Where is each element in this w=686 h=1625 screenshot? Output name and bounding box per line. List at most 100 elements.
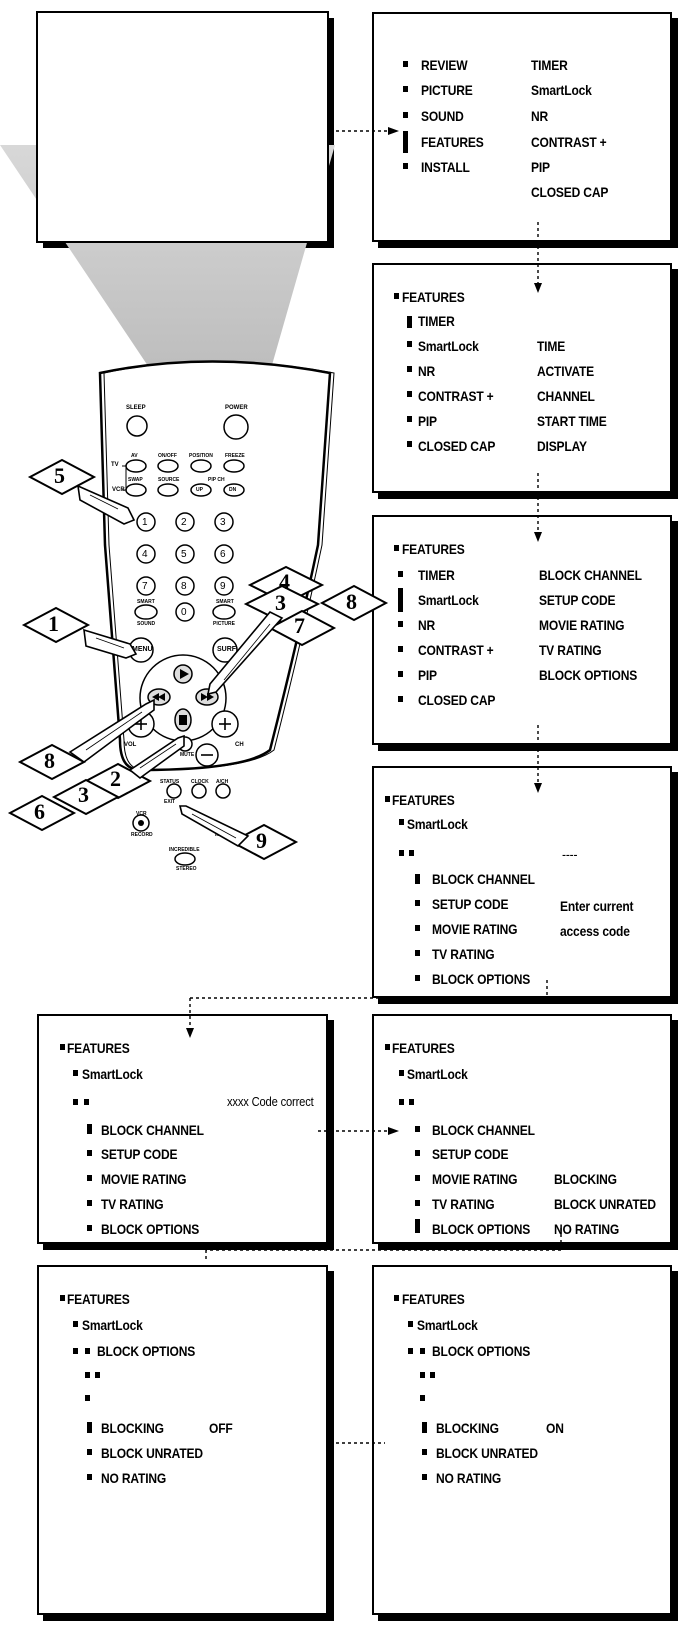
features-header: FEATURES: [402, 289, 465, 305]
cursor-updown-icon: [403, 131, 408, 153]
smartlock-movie-rating: MOVIE RATING: [539, 617, 625, 633]
bullet-icon: [415, 1126, 420, 1132]
item-movie-rating: MOVIE RATING: [432, 921, 518, 937]
blocking-value: ON: [546, 1420, 564, 1436]
bullet-icon: [60, 1295, 65, 1301]
item-smartlock: SmartLock: [418, 592, 479, 608]
bullet-icon: [87, 1449, 92, 1455]
cursor-down-icon: [422, 1422, 427, 1433]
bullet-icon: [407, 391, 412, 397]
bullet-icon: [407, 366, 412, 372]
bullet-icon: [398, 621, 403, 627]
bullet-icon: [415, 925, 420, 931]
digit-4: 4: [142, 549, 148, 560]
osd-panel-main-menu-features: REVIEW PICTURE SOUND FEATURES INSTALL TI…: [372, 12, 672, 242]
item-timer: TIMER: [418, 567, 455, 583]
pipch-label: PIP CH: [208, 477, 225, 483]
item-block-options: BLOCK OPTIONS: [432, 971, 531, 987]
item-no-rating: NO RATING: [436, 1470, 502, 1486]
features-header: FEATURES: [402, 541, 465, 557]
bullet-icon: [385, 1044, 390, 1050]
osd-panel-features-smartlock: FEATURES TIMER SmartLock NR CONTRAST + P…: [372, 515, 672, 745]
vcr-record-label: VCR: [136, 811, 147, 817]
mute-label: MUTE: [180, 752, 195, 758]
submenu-smartlock: SmartLock: [531, 82, 592, 98]
timer-activate: ACTIVATE: [537, 363, 595, 379]
bullet-icon: [85, 1348, 90, 1354]
bullet-icon: [420, 1395, 425, 1401]
menu-item-review: REVIEW: [421, 57, 468, 73]
smartlock-setup-code: SETUP CODE: [539, 592, 616, 608]
sound-label: SOUND: [137, 621, 156, 627]
cursor-down-icon: [87, 1422, 92, 1433]
item-blocking: BLOCKING: [101, 1420, 164, 1436]
smartlock-label: SmartLock: [407, 816, 468, 832]
osd-panel-blocking-off: FEATURES SmartLock BLOCK OPTIONS BLOCKIN…: [37, 1265, 328, 1615]
item-timer: TIMER: [418, 313, 455, 329]
bullet-icon: [87, 1474, 92, 1480]
smart-sound-label: SMART: [137, 599, 155, 605]
bullet-icon: [422, 1449, 427, 1455]
bullet-icon: [403, 112, 408, 118]
item-blocking: BLOCKING: [436, 1420, 499, 1436]
bullet-icon: [399, 819, 404, 825]
timer-channel: CHANNEL: [537, 388, 595, 404]
onoff-button: [157, 459, 179, 473]
timer-start-time: START TIME: [537, 413, 607, 429]
cursor-up-icon: [415, 1219, 420, 1233]
bullet-icon: [403, 61, 408, 67]
bullet-icon: [409, 850, 414, 856]
block-options-label: BLOCK OPTIONS: [97, 1343, 196, 1359]
item-block-channel: BLOCK CHANNEL: [432, 1122, 535, 1138]
onoff-label: ON/OFF: [158, 453, 177, 459]
item-tv-rating: TV RATING: [432, 1196, 495, 1212]
bullet-icon: [407, 441, 412, 447]
submenu-contrast: CONTRAST +: [531, 134, 607, 150]
submenu-timer: TIMER: [531, 57, 568, 73]
menu-item-picture: PICTURE: [421, 82, 473, 98]
up-label: UP: [196, 487, 203, 493]
code-correct-message: xxxx Code correct: [227, 1094, 314, 1109]
bullet-icon: [409, 1099, 414, 1105]
item-setup-code: SETUP CODE: [432, 896, 509, 912]
ch-label: CH: [235, 742, 244, 748]
smartlock-tv-rating: TV RATING: [539, 642, 602, 658]
features-header: FEATURES: [402, 1291, 465, 1307]
block-options-label: BLOCK OPTIONS: [432, 1343, 531, 1359]
digit-2: 2: [181, 517, 187, 528]
bullet-icon: [420, 1348, 425, 1354]
item-block-unrated: BLOCK UNRATED: [436, 1445, 538, 1461]
item-pip: PIP: [418, 667, 437, 683]
item-block-channel: BLOCK CHANNEL: [432, 871, 535, 887]
bullet-icon: [415, 975, 420, 981]
bullet-icon: [407, 341, 412, 347]
item-nr: NR: [418, 363, 436, 379]
pip-up-button: [190, 483, 212, 497]
item-smartlock: SmartLock: [418, 338, 479, 354]
item-tv-rating: TV RATING: [101, 1196, 164, 1212]
option-blocking: BLOCKING: [554, 1171, 617, 1187]
option-no-rating: NO RATING: [554, 1221, 620, 1237]
power-label: POWER: [225, 405, 248, 411]
bullet-icon: [87, 1150, 92, 1156]
bullet-icon: [398, 696, 403, 702]
smart-picture-label: SMART: [216, 599, 234, 605]
bullet-icon: [398, 646, 403, 652]
media-label: MEDIA: [215, 832, 232, 838]
cursor-down-icon: [407, 316, 412, 328]
bullet-icon: [430, 1372, 435, 1378]
digit-9: 9: [220, 581, 226, 592]
bullet-icon: [422, 1474, 427, 1480]
item-movie-rating: MOVIE RATING: [101, 1171, 187, 1187]
smartlock-block-options: BLOCK OPTIONS: [539, 667, 638, 683]
bullet-icon: [73, 1070, 78, 1076]
item-movie-rating: MOVIE RATING: [432, 1171, 518, 1187]
submenu-pip: PIP: [531, 159, 550, 175]
digit-5: 5: [181, 549, 187, 560]
osd-panel-features-timer: FEATURES TIMER SmartLock NR CONTRAST + P…: [372, 263, 672, 493]
submenu-nr: NR: [531, 108, 549, 124]
bullet-icon: [408, 1321, 413, 1327]
bullet-icon: [403, 86, 408, 92]
item-closed-cap: CLOSED CAP: [418, 692, 496, 708]
